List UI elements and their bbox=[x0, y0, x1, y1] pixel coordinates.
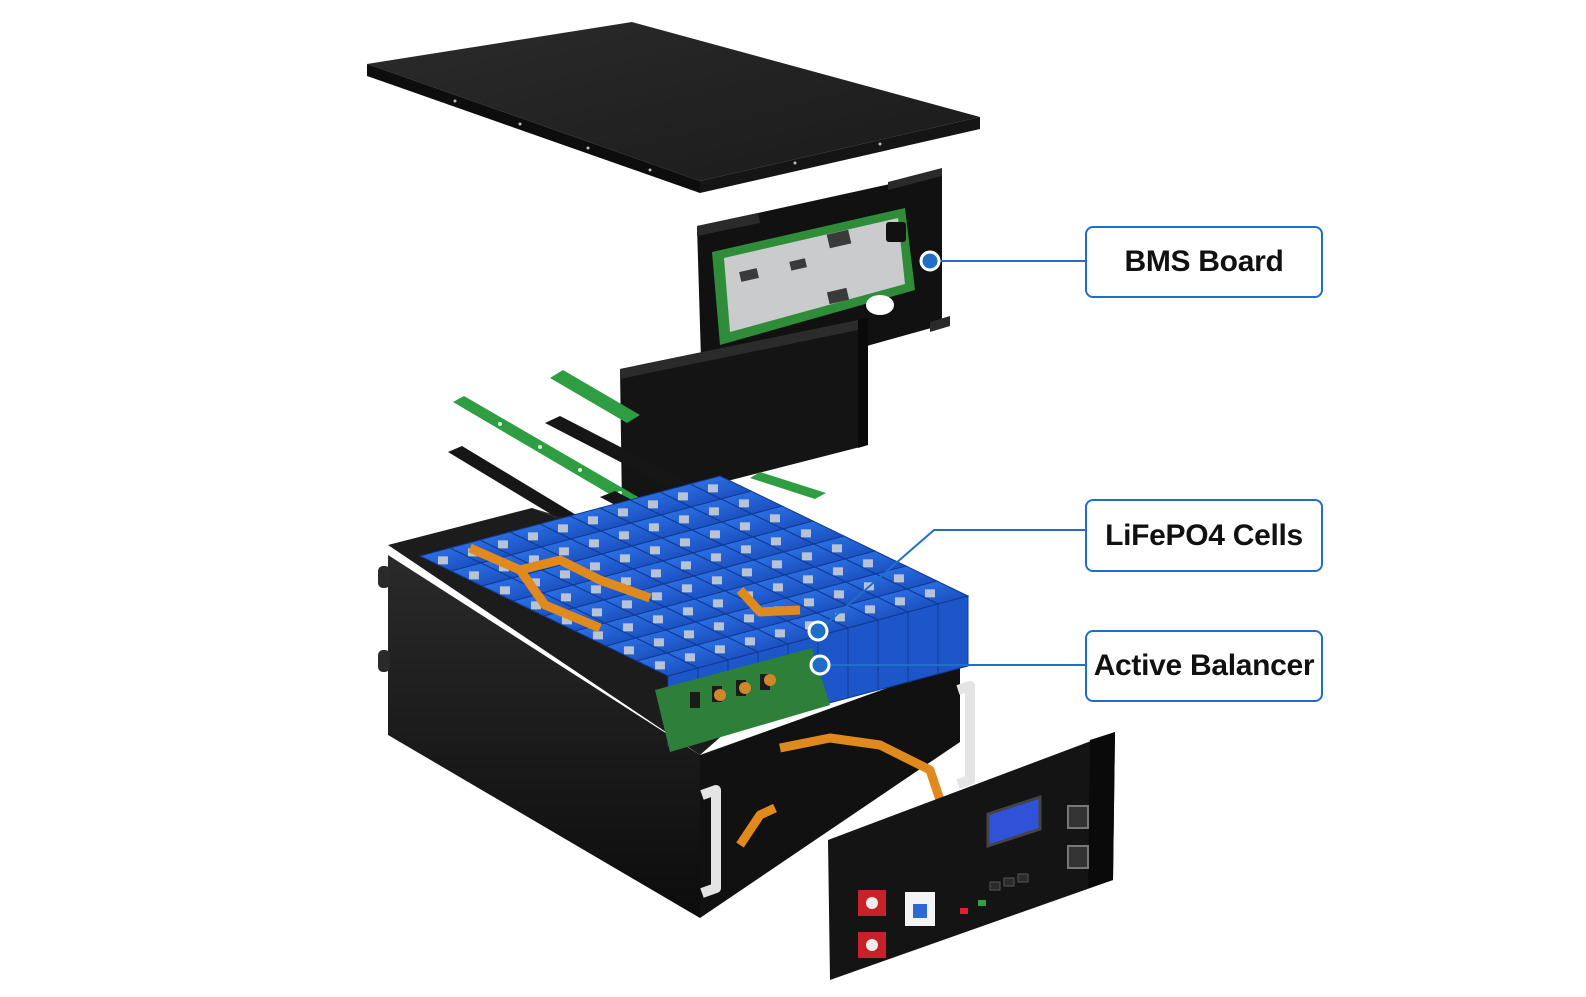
cell-terminal bbox=[708, 507, 719, 516]
cell-terminal bbox=[653, 638, 664, 647]
power-terminal-icon bbox=[858, 890, 886, 958]
cell-terminal bbox=[620, 577, 631, 586]
cell-terminal bbox=[743, 614, 754, 623]
cell-terminal bbox=[559, 570, 570, 579]
callout-dots bbox=[807, 250, 941, 676]
cell-terminal bbox=[832, 567, 843, 576]
cell-terminal bbox=[738, 499, 749, 508]
cell-terminal bbox=[683, 630, 694, 639]
cell-terminal bbox=[588, 539, 599, 548]
cell-terminal bbox=[468, 571, 479, 580]
cell-terminal bbox=[800, 529, 811, 538]
cell-terminal bbox=[710, 553, 721, 562]
orange-busbars bbox=[468, 543, 945, 848]
cell-front-face bbox=[907, 603, 939, 683]
cell-terminal bbox=[774, 629, 785, 638]
communication-port-icon bbox=[989, 873, 1029, 891]
cell-terminal bbox=[654, 661, 665, 670]
cell-terminal bbox=[622, 623, 633, 632]
cell-terminal bbox=[648, 523, 659, 532]
cell-terminal bbox=[740, 545, 751, 554]
cell-terminal bbox=[529, 578, 540, 587]
cell-terminal bbox=[623, 646, 634, 655]
cell-terminal bbox=[894, 597, 905, 606]
cell-terminal bbox=[893, 574, 904, 583]
cell-terminal bbox=[497, 540, 508, 549]
cell-terminal bbox=[707, 484, 718, 493]
cell-terminal bbox=[437, 556, 448, 565]
cell-terminal bbox=[617, 508, 628, 517]
cell-terminal bbox=[801, 552, 812, 561]
active-balancer-label: Active Balancer bbox=[1085, 630, 1323, 702]
cell-terminal bbox=[741, 568, 752, 577]
cell-terminal bbox=[711, 576, 722, 585]
cell-terminal bbox=[590, 585, 601, 594]
cell-terminal bbox=[682, 607, 693, 616]
bms-board bbox=[712, 208, 915, 345]
cell-terminal bbox=[862, 559, 873, 568]
cell-terminal bbox=[677, 492, 688, 501]
cell-terminal bbox=[714, 645, 725, 654]
cell-terminal bbox=[833, 590, 844, 599]
cell-terminal bbox=[647, 500, 658, 509]
cell-terminal bbox=[651, 592, 662, 601]
cell-terminal bbox=[831, 544, 842, 553]
cell-terminal bbox=[802, 575, 813, 584]
cell-terminal bbox=[739, 522, 750, 531]
leader-lines bbox=[817, 260, 1085, 666]
cell-terminal bbox=[684, 653, 695, 662]
cell-terminal bbox=[530, 601, 541, 610]
lcd-screen-icon bbox=[986, 795, 1042, 848]
cell-terminal bbox=[591, 608, 602, 617]
cell-terminal bbox=[558, 547, 569, 556]
cell-terminal bbox=[652, 615, 663, 624]
lifepo4-cell-array bbox=[418, 475, 970, 747]
bms-board-label: BMS Board bbox=[1085, 226, 1323, 298]
cell-terminal bbox=[772, 583, 783, 592]
cell-terminal bbox=[803, 598, 814, 607]
cell-terminal bbox=[834, 613, 845, 622]
cell-terminal bbox=[499, 586, 510, 595]
cell-terminal bbox=[619, 554, 630, 563]
active-balancer-board bbox=[655, 648, 830, 752]
cell-terminal bbox=[561, 616, 572, 625]
cell-terminal bbox=[769, 514, 780, 523]
cell-terminal bbox=[649, 546, 660, 555]
cell-terminal bbox=[527, 532, 538, 541]
cell-terminal bbox=[592, 631, 603, 640]
cell-terminal bbox=[621, 600, 632, 609]
cell-terminal bbox=[681, 584, 692, 593]
cell-terminal bbox=[680, 561, 691, 570]
cell-terminal bbox=[528, 555, 539, 564]
mid-cover-panel bbox=[620, 318, 868, 508]
cell-front-face bbox=[877, 611, 909, 691]
cell-terminal bbox=[587, 516, 598, 525]
cell-terminal bbox=[924, 589, 935, 598]
circuit-breaker-icon bbox=[905, 892, 935, 926]
cell-front-face bbox=[937, 595, 969, 675]
cell-terminal bbox=[770, 537, 781, 546]
cell-terminal bbox=[557, 524, 568, 533]
cell-terminal bbox=[712, 599, 723, 608]
front-panel bbox=[828, 732, 1115, 980]
cell-terminal bbox=[864, 605, 875, 614]
lifepo4-cells-label: LiFePO4 Cells bbox=[1085, 499, 1323, 572]
cell-terminal bbox=[589, 562, 600, 571]
cell-front-face bbox=[847, 619, 879, 699]
cell-terminal bbox=[678, 515, 689, 524]
cell-terminal bbox=[650, 569, 661, 578]
cell-terminal bbox=[709, 530, 720, 539]
cell-terminal bbox=[771, 560, 782, 569]
cell-terminal bbox=[560, 593, 571, 602]
top-lid bbox=[367, 22, 980, 193]
cell-terminal bbox=[618, 531, 629, 540]
cell-terminal bbox=[744, 637, 755, 646]
cell-terminal bbox=[713, 622, 724, 631]
cell-terminal bbox=[679, 538, 690, 547]
